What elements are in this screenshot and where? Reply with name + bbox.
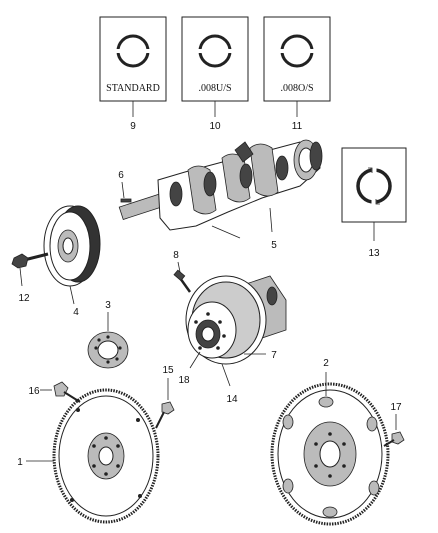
bearing-shell-icon	[277, 34, 317, 68]
callout-13: 13	[368, 248, 380, 259]
crankshaft-spacer[interactable]	[87, 331, 129, 369]
crankshaft-rear-flange[interactable]	[185, 275, 287, 365]
bearing-box-standard[interactable]: STANDARD	[99, 16, 167, 102]
bearing-size-label: .008U/S	[198, 83, 231, 94]
flywheel-bolt[interactable]	[155, 401, 175, 429]
thrust-washer-box[interactable]	[341, 147, 407, 223]
callout-16: 16	[28, 386, 40, 397]
callout-18: 18	[178, 375, 190, 386]
thrust-washer-icon	[356, 164, 392, 208]
bearing-size-label: STANDARD	[106, 83, 160, 94]
callout-10: 10	[209, 121, 221, 132]
callout-9: 9	[130, 121, 136, 132]
callout-11: 11	[292, 121, 303, 132]
callout-15: 15	[162, 365, 174, 376]
crankshaft-key[interactable]	[120, 198, 132, 203]
callout-6: 6	[118, 170, 124, 181]
callout-12: 12	[18, 293, 30, 304]
flexplate-bolt[interactable]	[383, 431, 405, 447]
callout-7: 7	[271, 350, 277, 361]
flexplate[interactable]	[270, 382, 390, 526]
callout-5: 5	[271, 240, 277, 251]
bearing-size-label: .008O/S	[280, 83, 313, 94]
callout-2: 2	[323, 358, 329, 369]
flywheel[interactable]	[52, 388, 160, 524]
bearing-shell-icon	[113, 34, 153, 68]
damper-bolt[interactable]	[11, 252, 49, 269]
callout-8: 8	[173, 250, 179, 261]
bearing-box-oversize[interactable]: .008O/S	[263, 16, 331, 102]
bearing-box-undersize[interactable]: .008U/S	[181, 16, 249, 102]
callout-17: 17	[390, 402, 402, 413]
crankshaft[interactable]	[118, 139, 323, 231]
flywheel-dowel[interactable]	[53, 381, 81, 403]
callout-3: 3	[105, 300, 111, 311]
callout-4: 4	[73, 307, 79, 318]
crank-bolt[interactable]	[173, 269, 192, 293]
bearing-shell-icon	[195, 34, 235, 68]
vibration-damper[interactable]	[43, 205, 101, 287]
callout-1: 1	[17, 457, 23, 468]
callout-14: 14	[226, 394, 238, 405]
